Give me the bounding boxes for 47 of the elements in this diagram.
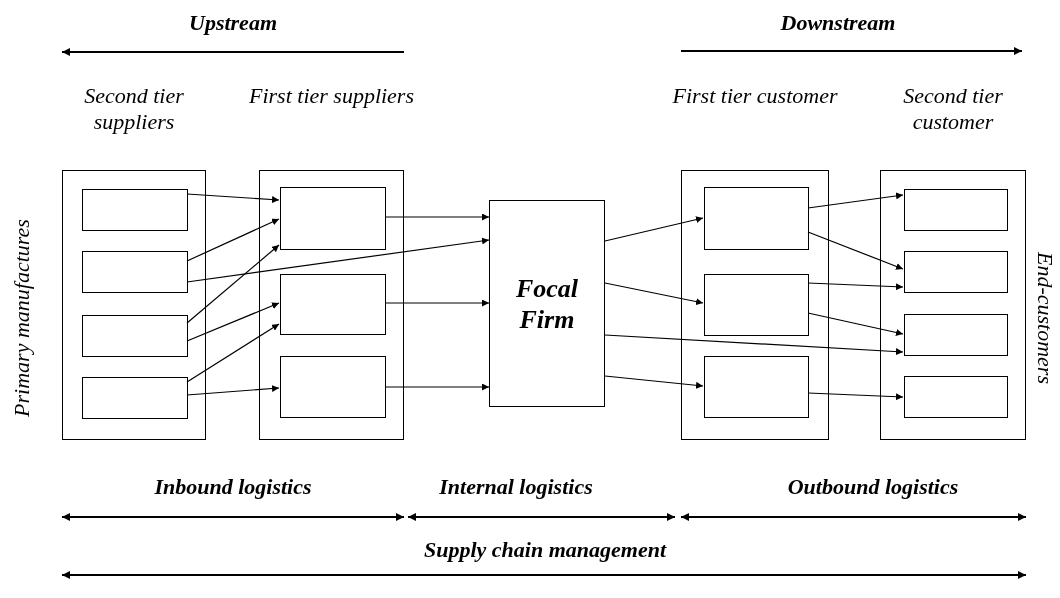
empty-box: [904, 314, 1008, 356]
section-label: Supply chain management: [423, 537, 666, 563]
arrow: [384, 299, 490, 307]
arrow: [807, 192, 904, 209]
arrow: [186, 244, 280, 324]
arrow: [384, 383, 490, 391]
empty-box: [82, 251, 188, 293]
column-heading: First tier suppliers: [248, 83, 415, 109]
column-heading: Second tier customer: [902, 83, 1004, 135]
section-label: Downstream: [780, 10, 896, 36]
empty-box: [904, 251, 1008, 293]
section-label: Outbound logistics: [787, 474, 959, 500]
arrow: [604, 334, 904, 356]
arrow: [384, 213, 490, 221]
empty-box: [82, 315, 188, 357]
arrow: [186, 218, 280, 262]
empty-box: [280, 356, 386, 418]
empty-box: [82, 189, 188, 231]
empty-box: [704, 356, 809, 418]
process-box: [489, 200, 605, 407]
empty-box: [704, 187, 809, 250]
section-label: Upstream: [189, 10, 277, 36]
arrow: [604, 375, 704, 389]
section-label: Internal logistics: [439, 474, 593, 500]
empty-box: [280, 274, 386, 335]
arrow: [807, 231, 904, 270]
arrow: [807, 312, 904, 336]
arrow: [186, 237, 490, 283]
empty-box: [704, 274, 809, 336]
arrow: [604, 216, 704, 242]
arrow: [186, 323, 280, 383]
arrow: [186, 193, 280, 204]
empty-box: [904, 376, 1008, 418]
node-label: Focal Firm: [514, 272, 580, 335]
empty-box: [82, 377, 188, 419]
empty-box: [280, 187, 386, 250]
arrow: [186, 302, 280, 342]
side-label: End-customers: [1032, 252, 1058, 384]
column-heading: First tier customer: [671, 83, 839, 109]
arrow: [186, 385, 280, 396]
arrow: [604, 282, 704, 306]
arrow: [807, 392, 904, 401]
empty-box: [904, 189, 1008, 231]
side-label: Primary manufactures: [9, 219, 35, 417]
arrow: [807, 282, 904, 291]
section-label: Inbound logistics: [154, 474, 312, 500]
column-heading: Second tier suppliers: [83, 83, 185, 135]
